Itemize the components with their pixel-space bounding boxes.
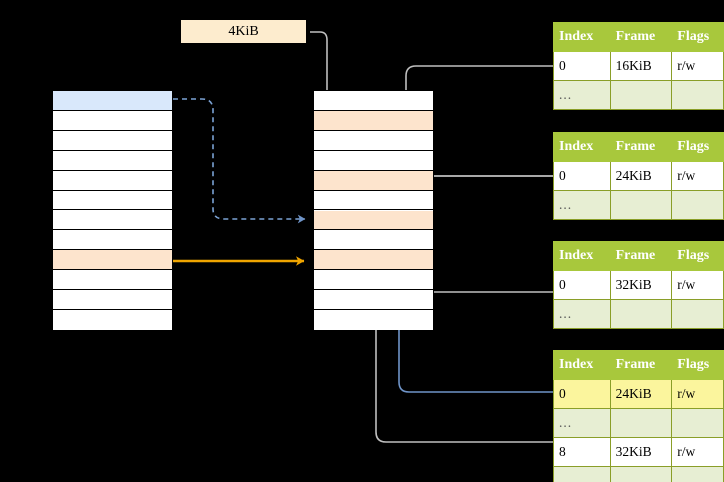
column-header-frame: Frame [609, 22, 673, 52]
wire-left-blue-to-frame [173, 98, 306, 224]
physical-frame-row [314, 170, 433, 191]
physical-frame-row [314, 110, 433, 131]
virtual-page-row [53, 270, 172, 291]
cell-flags: r/w [671, 379, 724, 409]
cell-flags: r/w [671, 437, 724, 467]
table-row[interactable]: ... [553, 190, 724, 220]
column-header-index: Index [553, 22, 611, 52]
callout-4kib: 4KiB [181, 20, 306, 43]
physical-frame-row [314, 190, 433, 211]
physical-frame-row [314, 250, 433, 271]
virtual-page-row [53, 230, 172, 251]
cell-index: 0 [553, 161, 611, 191]
cell-flags [671, 190, 724, 220]
cell-frame [609, 190, 673, 220]
table-row[interactable]: ... [553, 466, 724, 482]
callout-label: 4KiB [228, 23, 259, 39]
physical-frame-row [314, 91, 433, 111]
cell-frame: 24KiB [609, 161, 673, 191]
physical-frame-row [314, 270, 433, 291]
physical-frame-row [314, 150, 433, 171]
virtual-page-row [53, 210, 172, 231]
column-header-index: Index [553, 241, 611, 271]
virtual-page-row [53, 91, 172, 111]
physical-frame-row [314, 290, 433, 311]
virtual-page-row [53, 110, 172, 131]
cell-index: ... [553, 466, 611, 482]
physical-frame-row [314, 310, 433, 330]
table-row[interactable]: ... [553, 408, 724, 438]
physical-memory-grid [313, 90, 434, 330]
cell-flags [671, 80, 724, 110]
cell-frame [609, 80, 673, 110]
cell-frame [609, 299, 673, 329]
cell-flags [671, 299, 724, 329]
physical-frame-row [314, 230, 433, 251]
cell-flags: r/w [671, 270, 724, 300]
cell-flags: r/w [671, 161, 724, 191]
virtual-page-row [53, 150, 172, 171]
column-header-flags: Flags [671, 22, 724, 52]
virtual-page-row [53, 290, 172, 311]
column-header-flags: Flags [671, 132, 724, 162]
column-header-frame: Frame [609, 132, 673, 162]
cell-frame: 16KiB [609, 51, 673, 81]
column-header-index: Index [553, 350, 611, 380]
cell-index: ... [553, 80, 611, 110]
cell-index: ... [553, 299, 611, 329]
physical-frame-row [314, 130, 433, 151]
cell-index: ... [553, 408, 611, 438]
table-row[interactable]: ... [553, 299, 724, 329]
column-header-frame: Frame [609, 241, 673, 271]
cell-index: 0 [553, 51, 611, 81]
virtual-page-row [53, 310, 172, 330]
cell-frame [609, 466, 673, 482]
cell-frame: 24KiB [609, 379, 673, 409]
virtual-page-row [53, 170, 172, 191]
cell-frame: 32KiB [609, 437, 673, 467]
table-row[interactable]: ... [553, 80, 724, 110]
cell-index: ... [553, 190, 611, 220]
physical-frame-row [314, 210, 433, 231]
column-header-flags: Flags [671, 241, 724, 271]
virtual-page-row [53, 250, 172, 271]
cell-frame: 32KiB [609, 270, 673, 300]
column-header-frame: Frame [609, 350, 673, 380]
cell-flags [671, 466, 724, 482]
cell-frame [609, 408, 673, 438]
cell-index: 0 [553, 379, 611, 409]
cell-flags [671, 408, 724, 438]
column-header-index: Index [553, 132, 611, 162]
cell-index: 8 [553, 437, 611, 467]
cell-index: 0 [553, 270, 611, 300]
cell-flags: r/w [671, 51, 724, 81]
column-header-flags: Flags [671, 350, 724, 380]
virtual-address-space-grid [52, 90, 173, 330]
virtual-page-row [53, 190, 172, 211]
virtual-page-row [53, 130, 172, 151]
